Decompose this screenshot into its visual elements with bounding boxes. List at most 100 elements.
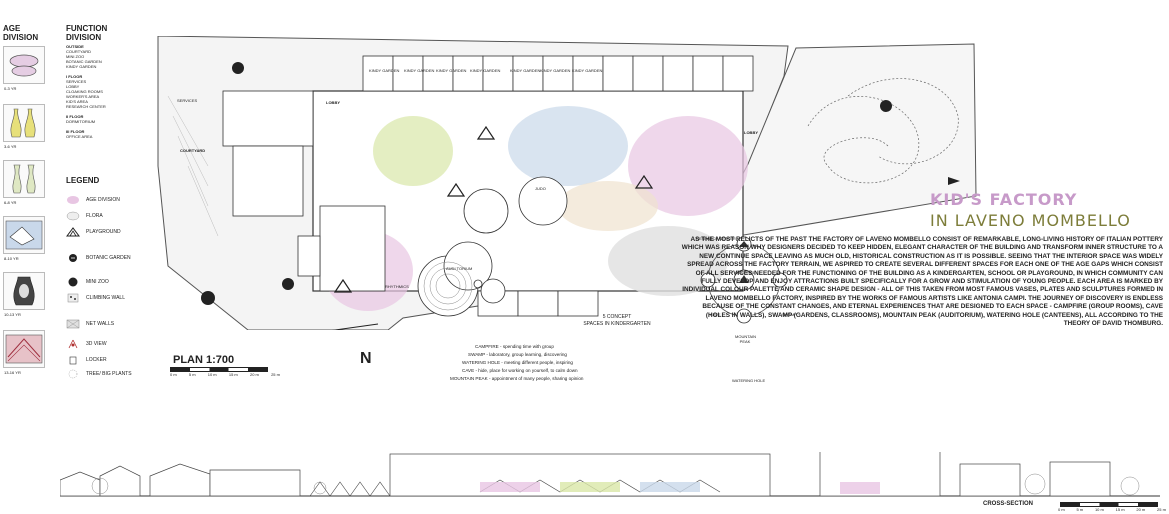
concept-line: CAVE - hide, place for working on yourse… [462,368,578,373]
concept-line: MOUNTAIN PEAK - appointment of many peop… [450,376,584,381]
climbing-wall-icon [67,293,79,303]
scale-tick-label: 5 m [1076,507,1084,512]
function-division-item: KID'S AREA [66,99,88,104]
room-label: AUDI TORIUM [446,266,473,271]
age-box-8-10 [3,216,45,254]
scale-tick-label: 15 m [1115,507,1125,512]
function-division-item: DORMITORIUM [66,119,96,124]
age-box-6-8 [3,160,45,198]
function-division-item: RESEARCH CENTER [66,104,106,109]
scale-tick-label: 25 m [271,372,280,377]
room-label: KINDY GARDEN [572,68,603,73]
function-division-item: II FLOOR [66,114,84,119]
room-label: KINDY GARDEN [540,68,571,73]
age-range-label: 13-16 YR [4,370,21,375]
cross-section-drawing [60,452,1160,502]
concept-title: 5 CONCEPT SPACES IN KINDERGARTEN [552,314,682,328]
scale-tick-label: 5 m [188,372,196,377]
room-label: KINDY GARDEN [369,68,400,73]
function-division-item: III FLOOR [66,129,85,134]
project-description: AS THE MOST RELICTS OF THE PAST THE FACT… [681,236,1163,328]
elephant-icon [68,277,78,287]
age-range-label: 6-8 YR [4,200,17,205]
function-division-item: WORKER'S AREA [66,94,100,99]
concept-line: CAMPFIRE - spending time with group [475,344,554,349]
tile-icon [5,334,43,364]
tree-icon [68,369,78,379]
concept-diagram-label: WATERING HOLE [732,378,766,383]
room-label: LOBBY [744,130,758,135]
function-division-item: OUTSIDE [66,44,84,49]
locker-icon [69,356,77,365]
room-label: KINDY GARDEN [404,68,435,73]
room-label: JUDO [535,186,546,191]
net-walls-icon [66,319,80,329]
function-division-item: COURTYARD [66,49,91,54]
legend-label: AGE DIVISION [86,197,120,203]
legend-item: FLORA [66,208,103,224]
legend-label: BOTANIC GARDEN [86,255,131,261]
legend-label: MINI ZOO [86,279,109,285]
legend-item: BOTANIC GARDEN [66,250,131,266]
concept-line: SWAMP - laboratory, group learning, disc… [468,352,567,357]
room-label: RHYTHMICS [385,284,409,289]
botanic-garden-icon [69,254,77,262]
view-3d-icon [68,339,78,349]
function-division-title: FUNCTION DIVISION [66,24,108,42]
function-division-item: BOTANIC GARDEN [66,59,102,64]
section-scale-bar [1060,502,1158,507]
legend-item: MINI ZOO [66,274,109,290]
legend-label: NET WALLS [86,321,115,327]
age-range-label: 0-3 YR [4,86,17,91]
north-arrow-label: N [360,350,372,367]
age-box-3-6 [3,104,45,142]
concept-diagram-label: CAMPFIRE [735,270,756,275]
concept-diagram-label: CAVE [710,312,721,317]
legend-label: 3D VIEW [86,341,107,347]
plan-scale-bar [170,367,268,372]
legend-label: TREE/ BIG PLANTS [86,371,132,377]
legend-item: 3D VIEW [66,336,107,352]
room-label: LOBBY [326,100,340,105]
vase-icon [10,108,36,138]
concept-diagram-label: SWAMP [782,312,797,317]
scale-tick-label: 10 m [1094,507,1104,512]
flora-icon [66,211,80,221]
legend-item: AGE DIVISION [66,192,120,208]
legend-item: PLAYGROUND [66,224,121,240]
scale-tick-label: 15 m [228,372,238,377]
age-box-10-13 [3,272,45,310]
legend-title: LEGEND [66,176,100,185]
function-division-item: I FLOOR [66,74,83,79]
concept-diagram-label: MOUNTAIN PEAK [735,334,757,344]
room-label: SERVICES [177,98,198,103]
legend-label: LOCKER [86,357,107,363]
scale-tick-label: 20 m [1136,507,1146,512]
playground-icon [66,227,80,237]
legend-label: FLORA [86,213,103,219]
concept-title-line: 5 CONCEPT [602,314,632,320]
room-label: RESEARCH CENTER [696,236,736,241]
room-label: KINDY GARDEN [470,68,501,73]
age-range-label: 3-6 YR [4,144,17,149]
age-box-13-16 [3,330,45,368]
plan-scale-label: PLAN 1:700 [173,354,235,366]
vase-icon [13,276,35,306]
vase-icon [9,54,39,77]
age-range-label: 10-13 YR [4,312,21,317]
scale-tick-label: 0 m [170,372,177,377]
legend-item: NET WALLS [66,316,114,332]
concept-line: WATERING HOLE - meeting different people… [462,360,573,365]
function-division-item: SERVICES [66,79,87,84]
legend-item: TREE/ BIG PLANTS [66,366,132,382]
room-label: KINDY GARDEN [436,68,467,73]
project-title: KID'S FACTORY [930,190,1078,209]
plate-icon [5,220,43,250]
age-range-label: 8-10 YR [4,256,19,261]
cross-section-label: CROSS-SECTION [983,501,1034,507]
legend-label: PLAYGROUND [86,229,121,235]
scale-tick-label: 10 m [207,372,217,377]
vase-icon [12,164,36,194]
